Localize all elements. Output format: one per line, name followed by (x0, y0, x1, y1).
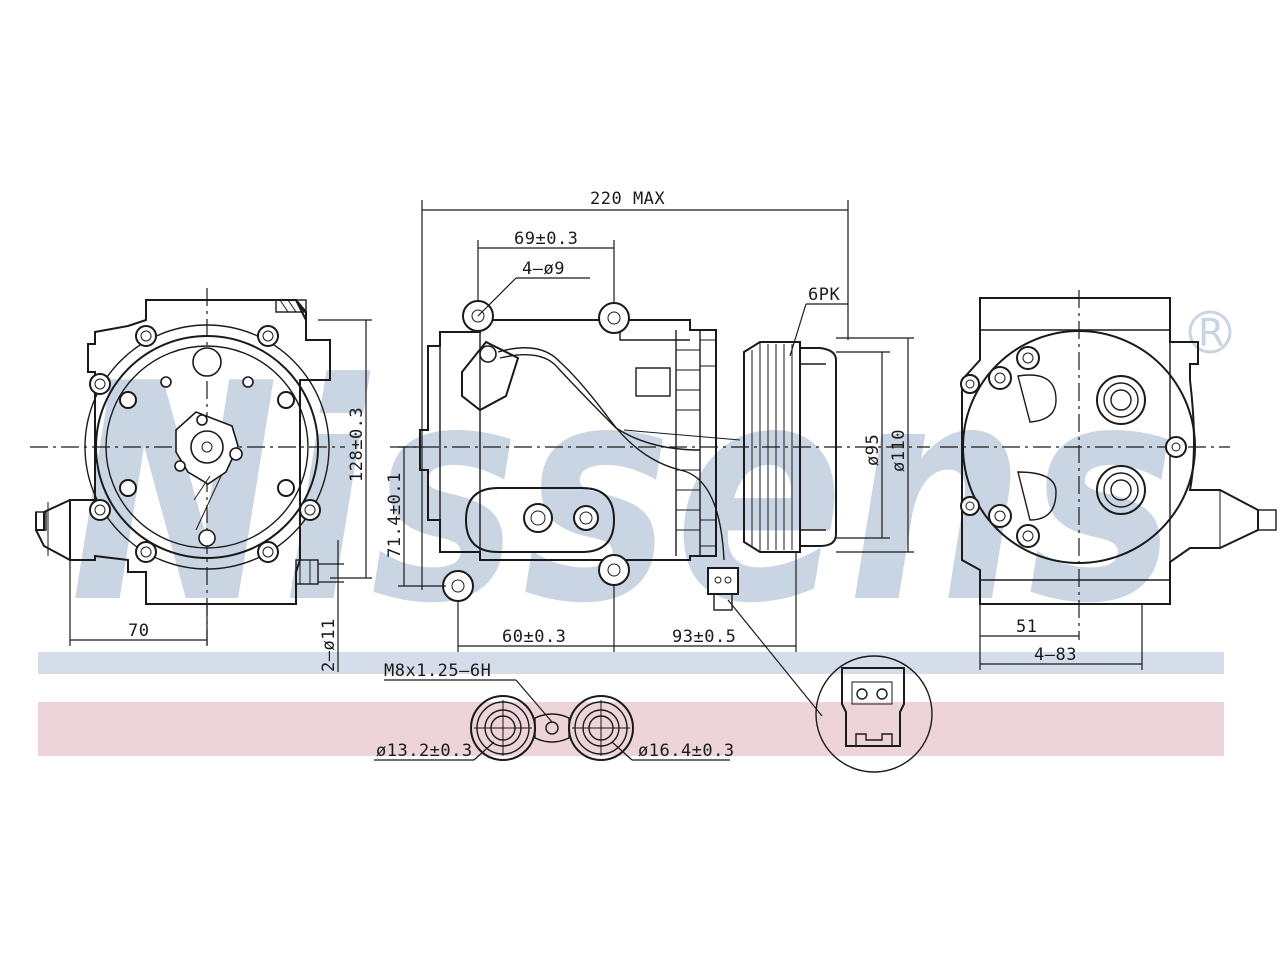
dim-overall-length: 220 MAX (590, 189, 665, 209)
dim-bolt-spacing-top: 69±0.3 (514, 229, 578, 249)
dim-pulley-dia-inner: ø95 (863, 434, 883, 466)
side-view: 220 MAX 69±0.3 4–ø9 6PK ø95 ø110 (385, 189, 930, 717)
port-detail: M8x1.25–6H ø13.2±0.3 ø16.4±0.3 (374, 661, 735, 761)
rear-view: 51 4–83 (940, 290, 1277, 670)
watermark-band-blue (38, 652, 1224, 674)
watermark-band-pink (38, 702, 1224, 756)
dim-height-front: 128±0.3 (347, 407, 367, 482)
dim-port-large: ø16.4±0.3 (638, 741, 735, 761)
registered-letter-icon: R (1198, 311, 1224, 355)
connector-detail (815, 655, 933, 773)
dim-rear-width: 4–83 (1034, 645, 1077, 665)
dim-mount-lower-spacing: 60±0.3 (502, 627, 566, 647)
side-fins (676, 339, 717, 547)
dim-port-small: ø13.2±0.3 (376, 741, 473, 761)
dim-bolt-holes: 4–ø9 (522, 259, 565, 279)
dim-belt: 6PK (808, 285, 840, 305)
dim-mount-height: 71.4±0.1 (385, 472, 405, 558)
dim-offset-left: 70 (128, 621, 149, 641)
front-bolts (89, 325, 321, 563)
dim-rear-offset: 51 (1016, 617, 1037, 637)
dim-side-fitting-holes: 2–ø11 (319, 618, 339, 672)
dim-thread: M8x1.25–6H (384, 661, 491, 681)
dim-mount-to-pulley: 93±0.5 (672, 627, 736, 647)
front-view: 70 128±0.3 2–ø11 (30, 288, 372, 672)
dim-pulley-dia-outer: ø110 (889, 429, 909, 472)
registered-icon (1188, 310, 1232, 354)
